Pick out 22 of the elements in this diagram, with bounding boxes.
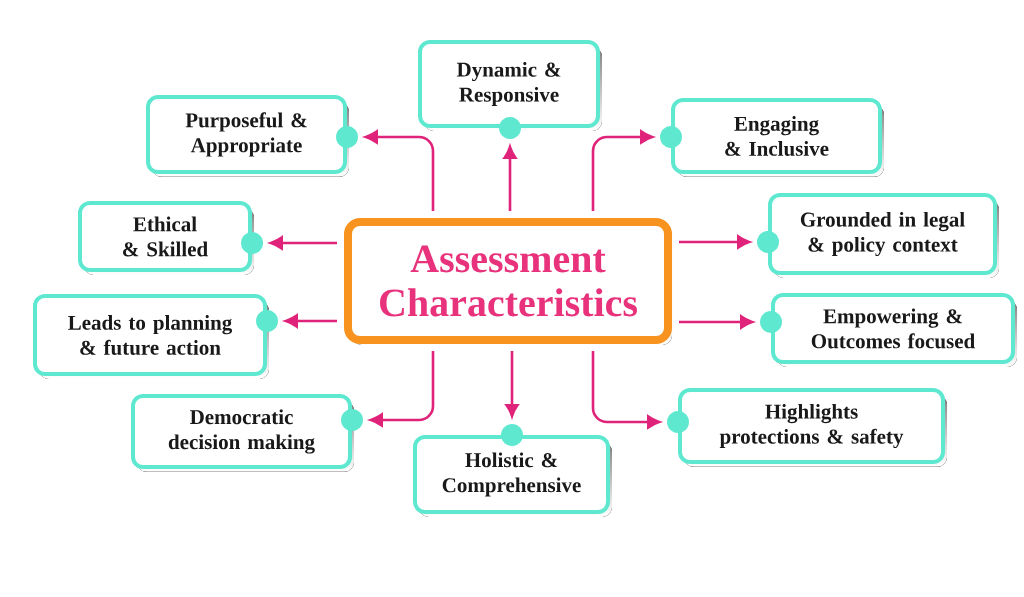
text-box: Empowering & Outcomes focused <box>771 293 1017 367</box>
text-box: Engaging & Inclusive <box>671 98 884 177</box>
arrow <box>505 351 519 418</box>
text-box: Grounded in legal & policy context <box>768 193 999 278</box>
text-box: Holistic & Comprehensive <box>413 435 612 517</box>
title-box: Assessment Characteristics <box>344 218 672 345</box>
arrow <box>591 351 661 429</box>
arrow <box>679 235 751 249</box>
arrow <box>369 351 435 427</box>
text-box: Purposeful & Appropriate <box>146 95 349 177</box>
text-box: Highlights protections & safety <box>678 388 947 467</box>
node-label: Grounded in legal & policy context <box>800 211 965 257</box>
arrow <box>364 130 435 211</box>
text-box: Ethical & Skilled <box>78 201 254 275</box>
text-box: Leads to planning & future action <box>33 294 269 379</box>
arrow <box>591 130 654 211</box>
arrow <box>503 145 517 211</box>
text-box: Democratic decision making <box>131 394 354 472</box>
text-box: Dynamic & Responsive <box>418 40 602 131</box>
arrow <box>679 315 754 329</box>
arrow <box>269 236 337 250</box>
arrow <box>284 314 337 328</box>
